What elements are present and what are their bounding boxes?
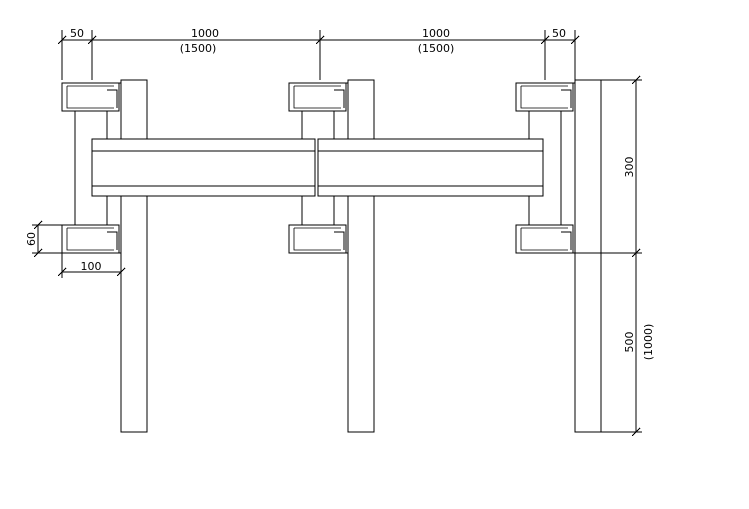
- dim-right-lower: 500: [623, 332, 636, 353]
- bracket-left-bottom: [61, 224, 120, 254]
- channel-brackets: [61, 82, 574, 254]
- dim-span-right-alt: (1500): [418, 42, 455, 55]
- dim-top-right-offset: 50: [552, 27, 566, 40]
- bracket-left-top: [61, 82, 120, 112]
- dim-right-lower-alt: (1000): [642, 324, 655, 361]
- bracket-right-bottom: [515, 224, 574, 254]
- post-middle: [347, 79, 375, 433]
- dim-left-height: 60: [25, 232, 38, 246]
- bracket-middle-top: [288, 82, 347, 112]
- dim-span-left-alt: (1500): [180, 42, 217, 55]
- rail-panel-right: [317, 138, 544, 197]
- dim-span-right: 1000: [422, 27, 450, 40]
- connection-plates: [74, 110, 562, 226]
- dim-left-width: 100: [81, 260, 102, 273]
- post-left: [120, 79, 148, 433]
- dimension-lines: [32, 30, 642, 437]
- dim-span-left: 1000: [191, 27, 219, 40]
- bracket-middle-bottom: [288, 224, 347, 254]
- bracket-right-top: [515, 82, 574, 112]
- dimension-labels: 50 1000 (1500) 1000 (1500) 50 60 100 300…: [25, 27, 655, 360]
- dim-top-left-offset: 50: [70, 27, 84, 40]
- post-right: [574, 79, 602, 433]
- rail-panels: [91, 138, 544, 197]
- rail-panel-left: [91, 138, 316, 197]
- dim-right-upper: 300: [623, 157, 636, 178]
